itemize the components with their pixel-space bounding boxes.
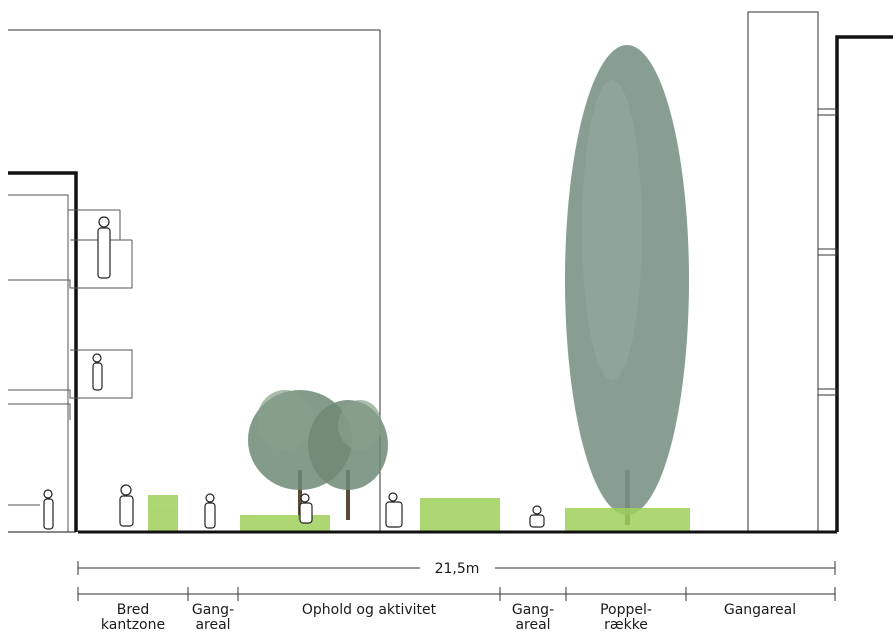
zone-label-gang1-line2: areal [195,617,230,633]
total-width-label: 21,5m [435,561,480,577]
poplar-tree [565,45,689,525]
total-dimension: 21,5m [77,561,836,577]
grass [148,495,690,532]
zone-label-poppel-line2: række [604,617,648,633]
zone-label-gangareal: Gangareal [724,602,796,618]
zone-label-gang1-line1: Gang- [192,602,234,618]
zone-dimension-line [77,587,836,601]
left-building [8,171,133,532]
zone-label-bred-line1: Bred [117,602,150,618]
zone-label-bred-line2: kantzone [101,617,165,633]
zone-label-ophold: Ophold og aktivitet [302,602,437,618]
zone-label-gang2-line2: areal [515,617,550,633]
background-building-outline [8,29,381,532]
zone-label-gang2-line1: Gang- [512,602,554,618]
right-building [747,11,893,533]
people [43,216,545,530]
zone-labels: Bred kantzone Gang- areal Ophold og akti… [101,602,796,633]
zone-label-poppel-line1: Poppel- [600,602,652,618]
tree-right [308,400,388,520]
